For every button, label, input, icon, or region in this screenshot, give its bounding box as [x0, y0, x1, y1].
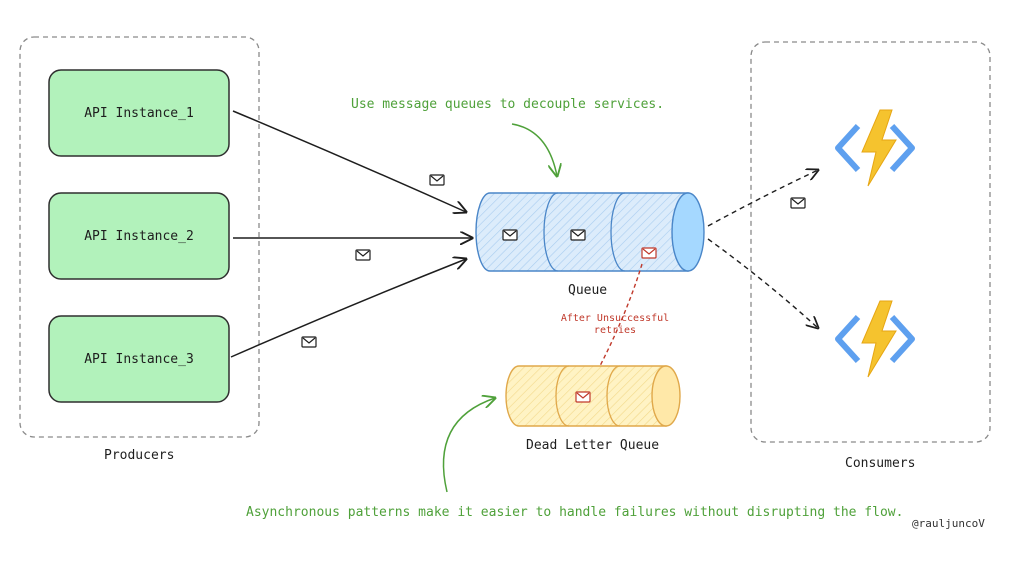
failed-message-envelope-icon	[575, 391, 591, 403]
asynchronous-note: Asynchronous patterns make it easier to …	[246, 505, 904, 520]
dead-letter-queue-cylinder	[505, 365, 681, 427]
retry-note-line-1: After Unsuccessful	[560, 313, 670, 324]
dead-letter-queue-label: Dead Letter Queue	[526, 438, 660, 453]
arrow-instance-3-to-queue	[230, 259, 466, 358]
api-instance-2-label: API Instance_2	[84, 229, 194, 244]
api-instance-2-box	[48, 192, 230, 280]
consumers-label: Consumers	[845, 456, 916, 471]
api-instance-3-label: API Instance_3	[84, 352, 194, 367]
message-envelope-icon	[355, 249, 371, 261]
producers-label: Producers	[104, 448, 175, 463]
azure-function-icon	[838, 301, 912, 377]
message-envelope-icon	[301, 336, 317, 348]
failed-message-envelope-icon	[641, 247, 657, 259]
azure-function-icon	[838, 110, 912, 186]
note-arrow-bottom	[442, 398, 495, 493]
decouple-note: Use message queues to decouple services.	[351, 97, 665, 112]
arrow-queue-to-consumer-2	[707, 238, 818, 328]
producers-group	[19, 36, 260, 438]
arrow-instance-1-to-queue	[232, 110, 466, 212]
api-instance-3-box	[48, 315, 230, 403]
arrow-queue-to-consumer-1	[707, 170, 818, 227]
author-credit: @rauljuncoV	[912, 517, 985, 530]
message-envelope-icon	[502, 229, 518, 241]
note-arrow-top	[511, 123, 557, 176]
retry-note: After Unsuccessful retries	[560, 313, 670, 337]
consumers-group	[750, 41, 991, 443]
message-envelope-icon	[570, 229, 586, 241]
message-envelope-icon	[429, 174, 445, 186]
queue-label: Queue	[568, 283, 608, 298]
message-envelope-icon	[790, 197, 806, 209]
retry-note-line-2: retries	[593, 325, 637, 336]
api-instance-1-box	[48, 69, 230, 157]
api-instance-1-label: API Instance_1	[84, 106, 194, 121]
